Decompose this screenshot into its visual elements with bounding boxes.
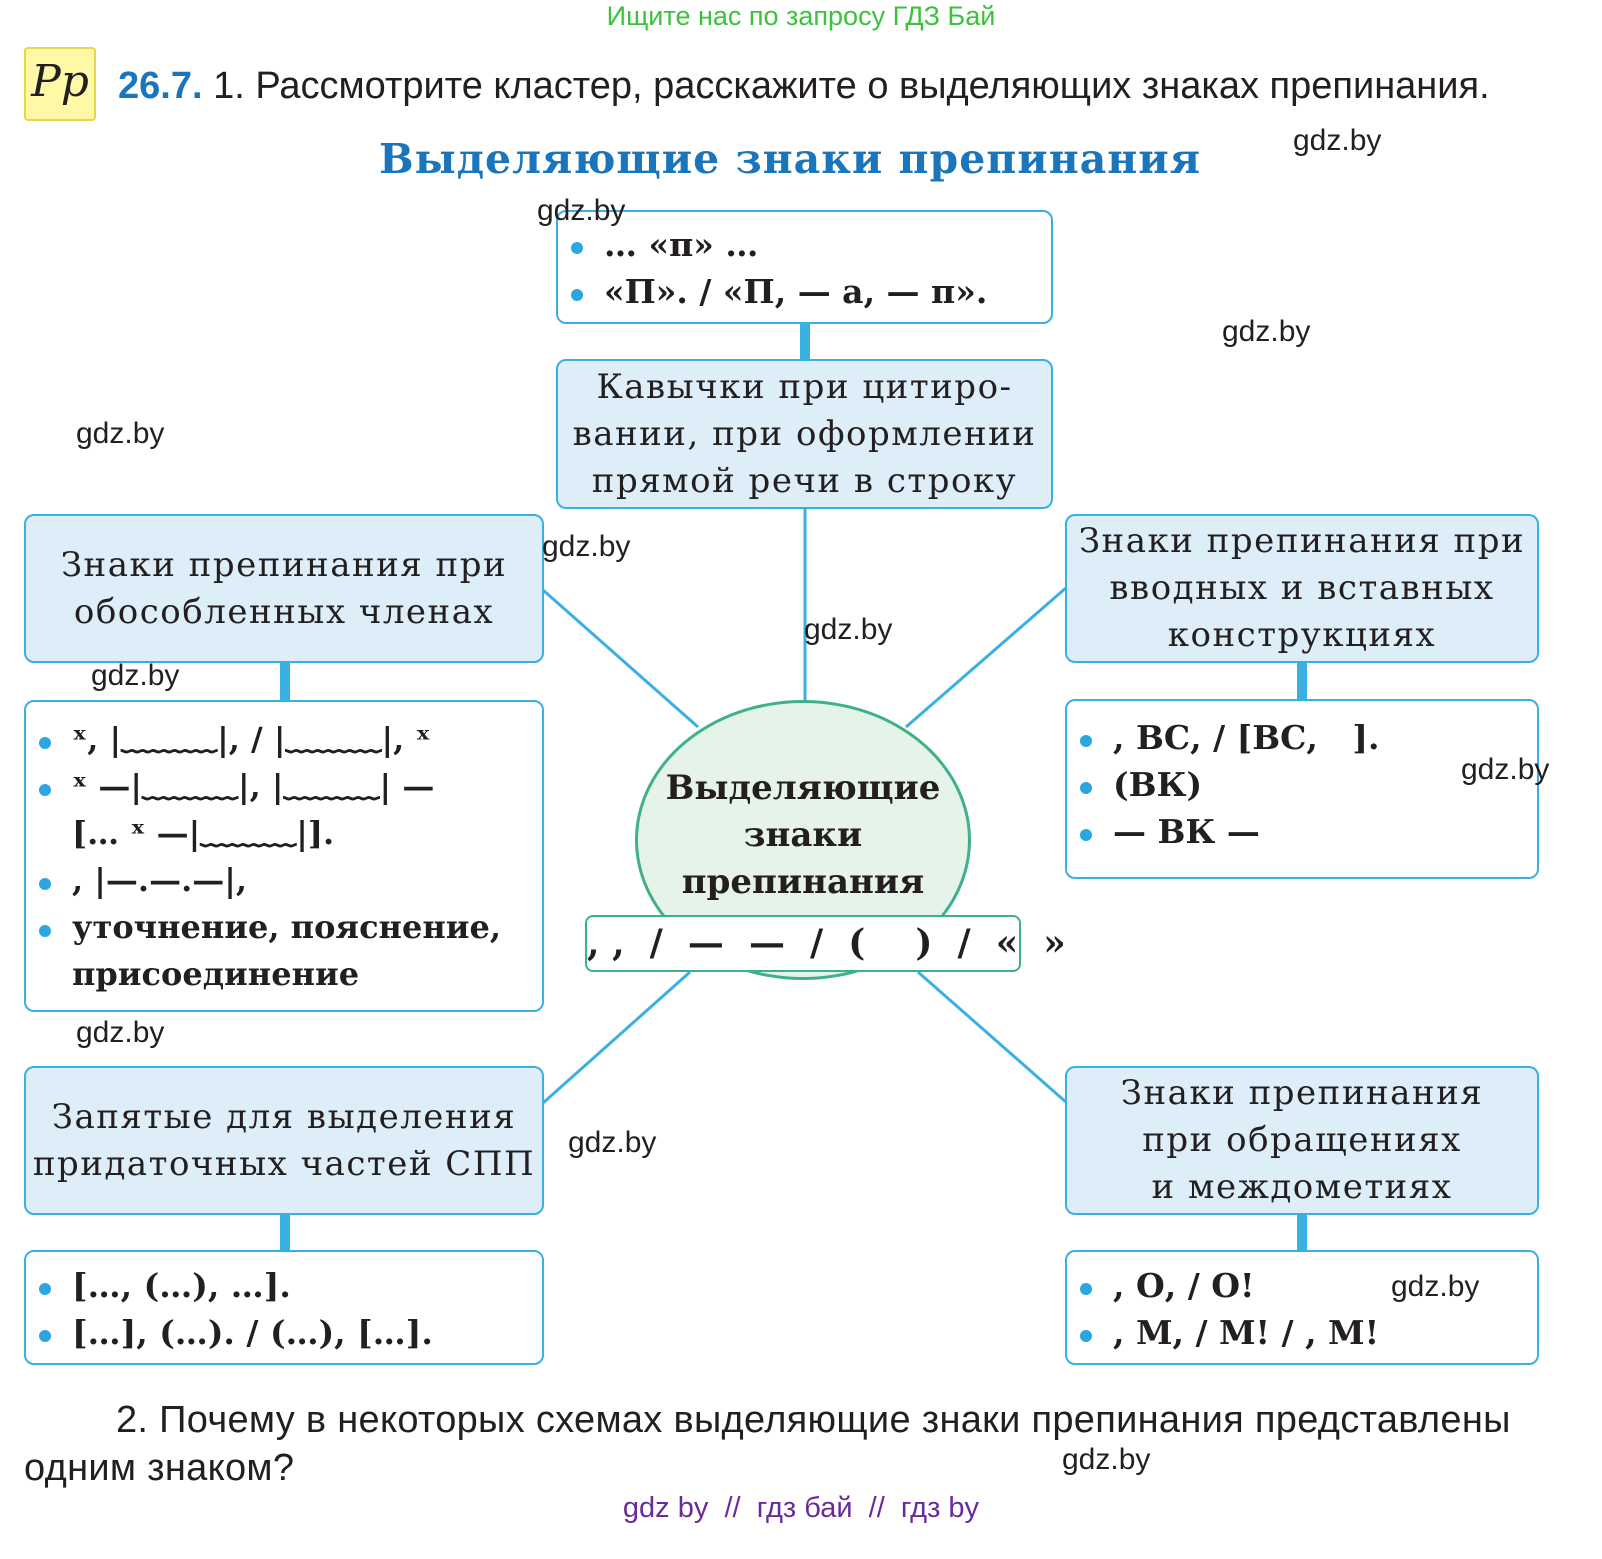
box-title-line: при обращениях [1142, 1120, 1462, 1160]
box-title-line: вводных и вставных [1109, 568, 1495, 608]
box-title-line: Знаки препинания при [60, 544, 508, 585]
center-label-line: препинания [681, 862, 925, 902]
address-interjection-rule-box: Знаки препинания при обращениях и междом… [1065, 1066, 1539, 1215]
connector-introductory-center [905, 585, 1068, 729]
box-title-line: Кавычки при цитиро- [596, 366, 1013, 407]
center-label-line: знаки [743, 815, 863, 855]
cluster-title: Выделяющие знаки препинания [378, 135, 1202, 183]
task-number: 26.7. [118, 65, 203, 107]
box-title-line: и междометиях [1151, 1167, 1453, 1207]
footer-links: gdz by // гдз бай // гдз by [622, 1492, 980, 1524]
box-title-line: придаточных частей СПП [32, 1143, 536, 1184]
list-item: […], (…). / (…), […]. [26, 1309, 542, 1356]
russian-language-logo-icon: Pp [24, 47, 96, 121]
box-title-line: Знаки препинания при [1078, 521, 1526, 561]
question-2: 2. Почему в некоторых схемах выделяющие … [24, 1399, 1511, 1489]
watermark: gdz.by [1222, 315, 1311, 348]
watermark: gdz.by [76, 417, 165, 450]
connector-subordinate-center [542, 970, 691, 1105]
isolated-members-rule-box: Знаки препинания при обособленных членах [24, 514, 544, 663]
watermark: gdz.by [1461, 753, 1550, 786]
address-interjection-examples-box: , О, / О! , М, / М! / , М! [1065, 1250, 1539, 1365]
subordinate-clauses-rule-box: Запятые для выделения придаточных частей… [24, 1066, 544, 1215]
list-item: ˣ, |﹏﹏﹏|, / |﹏﹏﹏|, ˣ [26, 716, 542, 763]
watermark: gdz.by [1391, 1270, 1480, 1303]
watermark: gdz.by [542, 530, 631, 563]
list-item: , |—.—.—|, [26, 857, 542, 904]
task-header: 26.7. 1. Рассмотрите кластер, расскажите… [118, 62, 1490, 110]
introductory-constructions-rule-box: Знаки препинания при вводных и вставных … [1065, 514, 1539, 663]
search-banner: Ищите нас по запросу ГДЗ Бай [606, 1, 996, 31]
list-item: , О, / О! [1067, 1262, 1537, 1309]
list-item: […, (…), …]. [26, 1262, 542, 1309]
list-item: … «п» … [558, 221, 1051, 268]
center-label-line: Выделяющие [665, 768, 941, 808]
list-item: (ВК) [1067, 761, 1537, 808]
watermark: gdz.by [804, 613, 893, 646]
list-item: «П». / «П, — а, — п». [558, 268, 1051, 315]
watermark: gdz.by [568, 1126, 657, 1159]
list-item: уточнение, пояснение, присоединение [26, 904, 542, 998]
introductory-constructions-examples-box: , ВС, / [ВС, ]. (ВК) — ВК — [1065, 699, 1539, 879]
connector-address-center [917, 970, 1068, 1105]
list-item: , ВС, / [ВС, ]. [1067, 714, 1537, 761]
box-title-line: обособленных членах [73, 591, 495, 632]
center-label: Выделяющие знаки препинания [635, 765, 971, 906]
subordinate-clauses-examples-box: […, (…), …]. […], (…). / (…), […]. [24, 1250, 544, 1365]
watermark: gdz.by [537, 194, 626, 227]
quotes-examples-box: … «п» … «П». / «П, — а, — п». [556, 210, 1053, 324]
watermark: gdz.by [76, 1016, 165, 1049]
watermark: gdz.by [91, 659, 180, 692]
connector-isolated-center [542, 588, 699, 729]
watermark: gdz.by [1062, 1443, 1151, 1476]
box-title-line: прямой речи в строку [591, 460, 1018, 501]
box-title-line: конструкциях [1167, 615, 1437, 655]
box-title-line: вании, при оформлении [572, 413, 1037, 454]
task-text: 1. Рассмотрите кластер, расскажите о выд… [213, 65, 1490, 107]
quotes-rule-box: Кавычки при цитиро- вании, при оформлени… [556, 359, 1053, 509]
box-title-line: Знаки препинания [1120, 1073, 1484, 1113]
box-title-line: Запятые для выделения [51, 1096, 517, 1137]
list-item: — ВК — [1067, 808, 1537, 855]
center-marks-bar: , , / — — / ( ) / « » [585, 915, 1066, 972]
isolated-members-examples-box: ˣ, |﹏﹏﹏|, / |﹏﹏﹏|, ˣ ˣ —|﹏﹏﹏|, |﹏﹏﹏| — [… [24, 700, 544, 1012]
watermark: gdz.by [1293, 124, 1382, 157]
list-item: ˣ —|﹏﹏﹏|, |﹏﹏﹏| — [… ˣ —|﹏﹏﹏|]. [26, 763, 542, 857]
list-item: , М, / М! / , М! [1067, 1309, 1537, 1356]
